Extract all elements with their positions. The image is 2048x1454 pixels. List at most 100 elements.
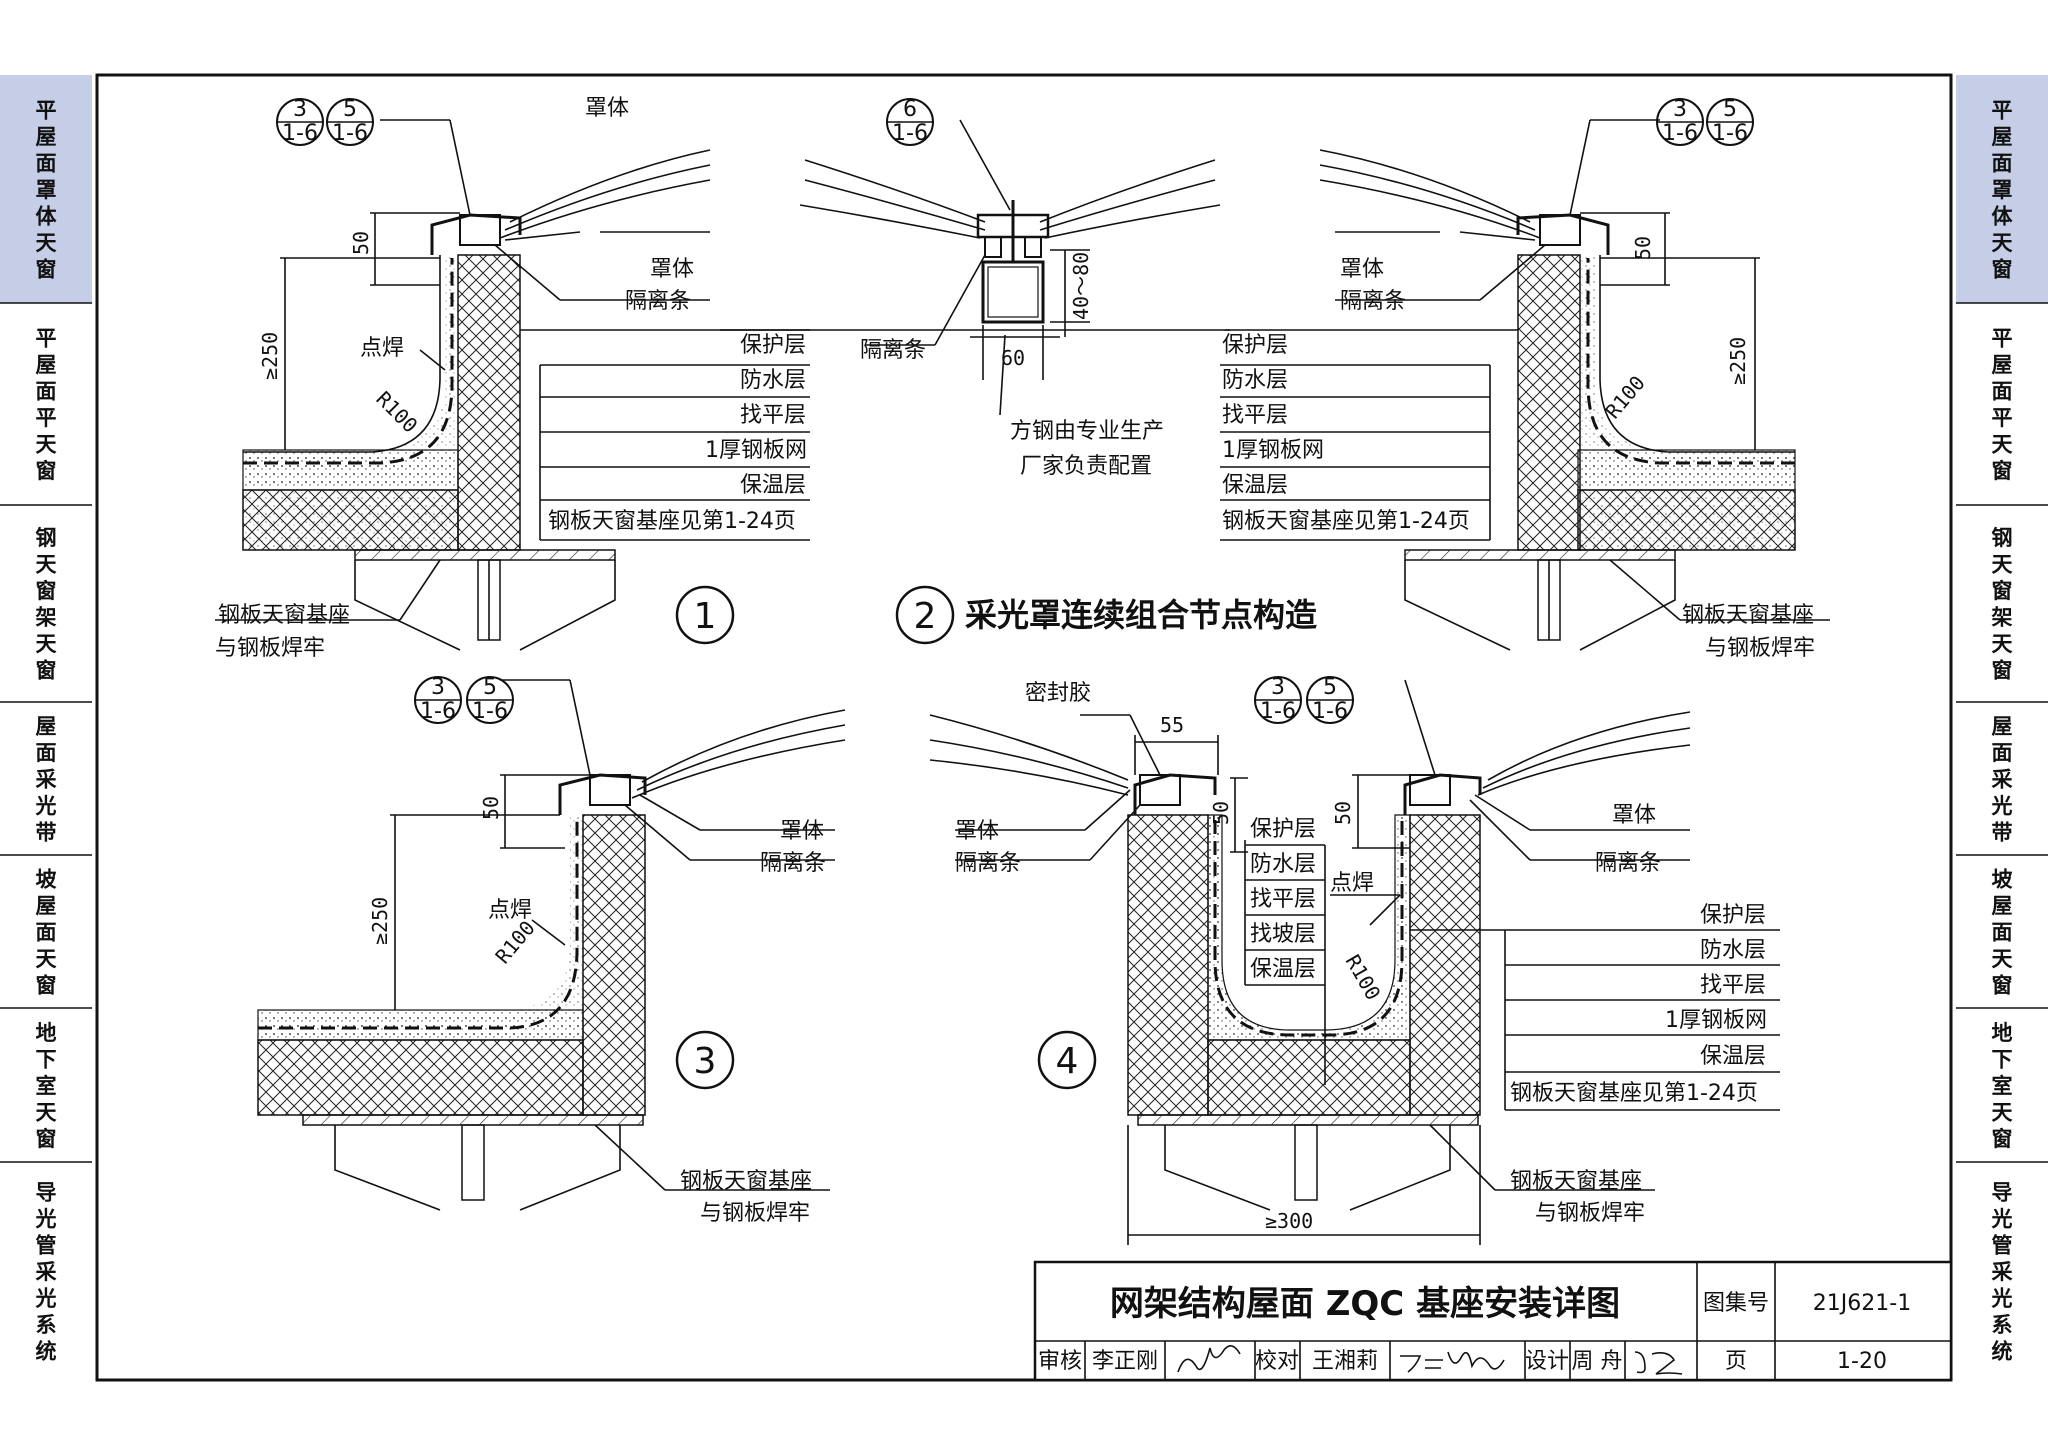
label-strip: 隔离条 bbox=[860, 338, 926, 363]
label-level: 找平层 bbox=[1250, 887, 1316, 912]
left-tab-3[interactable]: 钢天窗架天窗 bbox=[36, 526, 58, 683]
label-cover: 罩体 bbox=[955, 819, 999, 844]
label-cover: 罩体 bbox=[780, 819, 824, 844]
ref-bottom: 1-6 bbox=[1312, 699, 1348, 724]
detail-4 bbox=[929, 679, 1780, 1245]
checker-name: 王湘莉 bbox=[1312, 1349, 1378, 1374]
label-base-ref: 钢板天窗基座见第1-24页 bbox=[1510, 1081, 1758, 1106]
left-tab-6[interactable]: 地下室天窗 bbox=[36, 1021, 58, 1151]
dim-50: 50 bbox=[1631, 236, 1655, 260]
dim-r100: R100 bbox=[1341, 951, 1386, 1005]
ref-circle-texts: 3 1-6 5 1-6 6 1-6 3 1-6 5 1-6 3 1-6 5 1-… bbox=[282, 97, 1748, 724]
atlas-number: 21J621-1 bbox=[1813, 1291, 1911, 1316]
right-tab-2[interactable]: 平屋面平天窗 bbox=[1992, 327, 2014, 484]
left-tab-labels[interactable]: 平屋面罩体天窗平屋面平天窗钢天窗架天窗屋面采光带坡屋面天窗地下室天窗导光管采光系… bbox=[35, 98, 58, 1363]
label-waterproof: 防水层 bbox=[1250, 852, 1316, 877]
ref-top: 5 bbox=[1723, 97, 1737, 122]
dim-250: ≥250 bbox=[258, 332, 282, 380]
annotations: 罩体 罩体 隔离条 点焊 保护层 防水层 找平层 1厚钢板网 保温层 钢板天窗基… bbox=[215, 96, 1815, 1233]
label-strip: 隔离条 bbox=[760, 851, 826, 876]
ref-bottom: 1-6 bbox=[332, 121, 368, 146]
section-number-2: 2 bbox=[914, 596, 937, 637]
ref-top: 3 bbox=[431, 675, 445, 700]
page-label: 页 bbox=[1725, 1349, 1747, 1374]
dim-50: 50 bbox=[1331, 801, 1355, 825]
left-tab-2[interactable]: 平屋面平天窗 bbox=[36, 327, 58, 484]
section-markers: 1 2 采光罩连续组合节点构造 3 4 bbox=[675, 585, 1317, 1090]
label-strip: 隔离条 bbox=[625, 289, 691, 314]
dim-250: ≥250 bbox=[1726, 337, 1750, 385]
title-block: 网架结构屋面 ZQC 基座安装详图 图集号 21J621-1 审核 李正刚 校对… bbox=[1033, 1260, 1953, 1382]
label-base-weld-2: 与钢板焊牢 bbox=[1535, 1201, 1645, 1226]
ref-top: 3 bbox=[1271, 675, 1285, 700]
label-strip: 隔离条 bbox=[1340, 289, 1406, 314]
left-tab-7[interactable]: 导光管采光系统 bbox=[35, 1180, 57, 1363]
label-insulation: 保温层 bbox=[740, 473, 806, 498]
dim-250: ≥250 bbox=[368, 897, 392, 945]
ref-top: 5 bbox=[1323, 675, 1337, 700]
label-base-weld: 钢板天窗基座 bbox=[680, 1169, 812, 1194]
drawing-title: 网架结构屋面 ZQC 基座安装详图 bbox=[1110, 1284, 1620, 1324]
right-tab-5[interactable]: 坡屋面天窗 bbox=[1992, 867, 2014, 997]
detail-1-mirror bbox=[1220, 119, 1830, 651]
dim-r100: R100 bbox=[490, 916, 539, 968]
label-spot-weld: 点焊 bbox=[1330, 871, 1374, 896]
ref-bottom: 1-6 bbox=[472, 699, 508, 724]
left-tab-4[interactable]: 屋面采光带 bbox=[35, 714, 57, 844]
dim-60: 60 bbox=[1001, 346, 1025, 370]
label-sealant: 密封胶 bbox=[1025, 681, 1091, 706]
right-tab-4[interactable]: 屋面采光带 bbox=[1991, 714, 2013, 844]
designer-name: 周 舟 bbox=[1572, 1349, 1623, 1374]
page-number: 1-20 bbox=[1837, 1349, 1887, 1374]
atlas-label: 图集号 bbox=[1703, 1291, 1769, 1316]
label-protect: 保护层 bbox=[1222, 333, 1288, 358]
label-slope: 找坡层 bbox=[1250, 922, 1316, 947]
checker-signature bbox=[1400, 1351, 1505, 1373]
right-tab-6[interactable]: 地下室天窗 bbox=[1992, 1021, 2014, 1151]
reviewer-name: 李正刚 bbox=[1092, 1349, 1158, 1374]
label-insulation: 保温层 bbox=[1222, 473, 1288, 498]
detail-1 bbox=[215, 119, 810, 651]
designer-signature bbox=[1634, 1351, 1683, 1375]
label-cover: 罩体 bbox=[585, 96, 629, 121]
right-tab-labels[interactable]: 平屋面罩体天窗平屋面平天窗钢天窗架天窗屋面采光带坡屋面天窗地下室天窗导光管采光系… bbox=[1991, 98, 2014, 1363]
dim-r100: R100 bbox=[371, 387, 422, 438]
label-waterproof: 防水层 bbox=[1222, 368, 1288, 393]
dim-50: 50 bbox=[349, 231, 373, 255]
right-tab-3[interactable]: 钢天窗架天窗 bbox=[1992, 526, 2014, 683]
label-base-weld-2: 与钢板焊牢 bbox=[700, 1201, 810, 1226]
review-label: 审核 bbox=[1038, 1349, 1082, 1374]
label-mesh: 1厚钢板网 bbox=[1222, 438, 1324, 463]
ref-bottom: 1-6 bbox=[420, 699, 456, 724]
label-strip: 隔离条 bbox=[1595, 851, 1661, 876]
ref-top: 6 bbox=[903, 97, 917, 122]
label-strip: 隔离条 bbox=[955, 851, 1021, 876]
dim-300: ≥300 bbox=[1265, 1209, 1313, 1233]
label-spot-weld: 点焊 bbox=[488, 898, 532, 923]
ref-top: 5 bbox=[483, 675, 497, 700]
label-protect: 保护层 bbox=[740, 333, 806, 358]
right-tab-active-bg bbox=[1956, 75, 2048, 303]
steel-note-2: 厂家负责配置 bbox=[1020, 454, 1152, 479]
ref-bottom: 1-6 bbox=[1712, 121, 1748, 146]
left-tab-1[interactable]: 平屋面罩体天窗 bbox=[36, 98, 58, 281]
label-base-weld-2: 与钢板焊牢 bbox=[1705, 636, 1815, 661]
right-tab-1[interactable]: 平屋面罩体天窗 bbox=[1992, 98, 2014, 281]
section-2-title: 采光罩连续组合节点构造 bbox=[965, 596, 1317, 634]
steel-note-1: 方钢由专业生产 bbox=[1010, 419, 1164, 444]
dim-50: 50 bbox=[479, 796, 503, 820]
design-label: 设计 bbox=[1525, 1349, 1569, 1374]
label-base-ref: 钢板天窗基座见第1-24页 bbox=[548, 509, 796, 534]
section-number-1: 1 bbox=[694, 596, 717, 637]
label-base-ref: 钢板天窗基座见第1-24页 bbox=[1222, 509, 1470, 534]
right-tab-7[interactable]: 导光管采光系统 bbox=[1991, 1180, 2013, 1363]
left-tab-5[interactable]: 坡屋面天窗 bbox=[36, 867, 58, 997]
label-base-weld: 钢板天窗基座 bbox=[1510, 1169, 1642, 1194]
label-base-weld: 钢板天窗基座 bbox=[218, 603, 350, 628]
right-side-tabs: 平屋面罩体天窗平屋面平天窗钢天窗架天窗屋面采光带坡屋面天窗地下室天窗导光管采光系… bbox=[1956, 75, 2048, 1363]
ref-bottom: 1-6 bbox=[1662, 121, 1698, 146]
label-mesh: 1厚钢板网 bbox=[705, 438, 807, 463]
label-insulation: 保温层 bbox=[1700, 1044, 1766, 1069]
label-mesh: 1厚钢板网 bbox=[1665, 1008, 1767, 1033]
